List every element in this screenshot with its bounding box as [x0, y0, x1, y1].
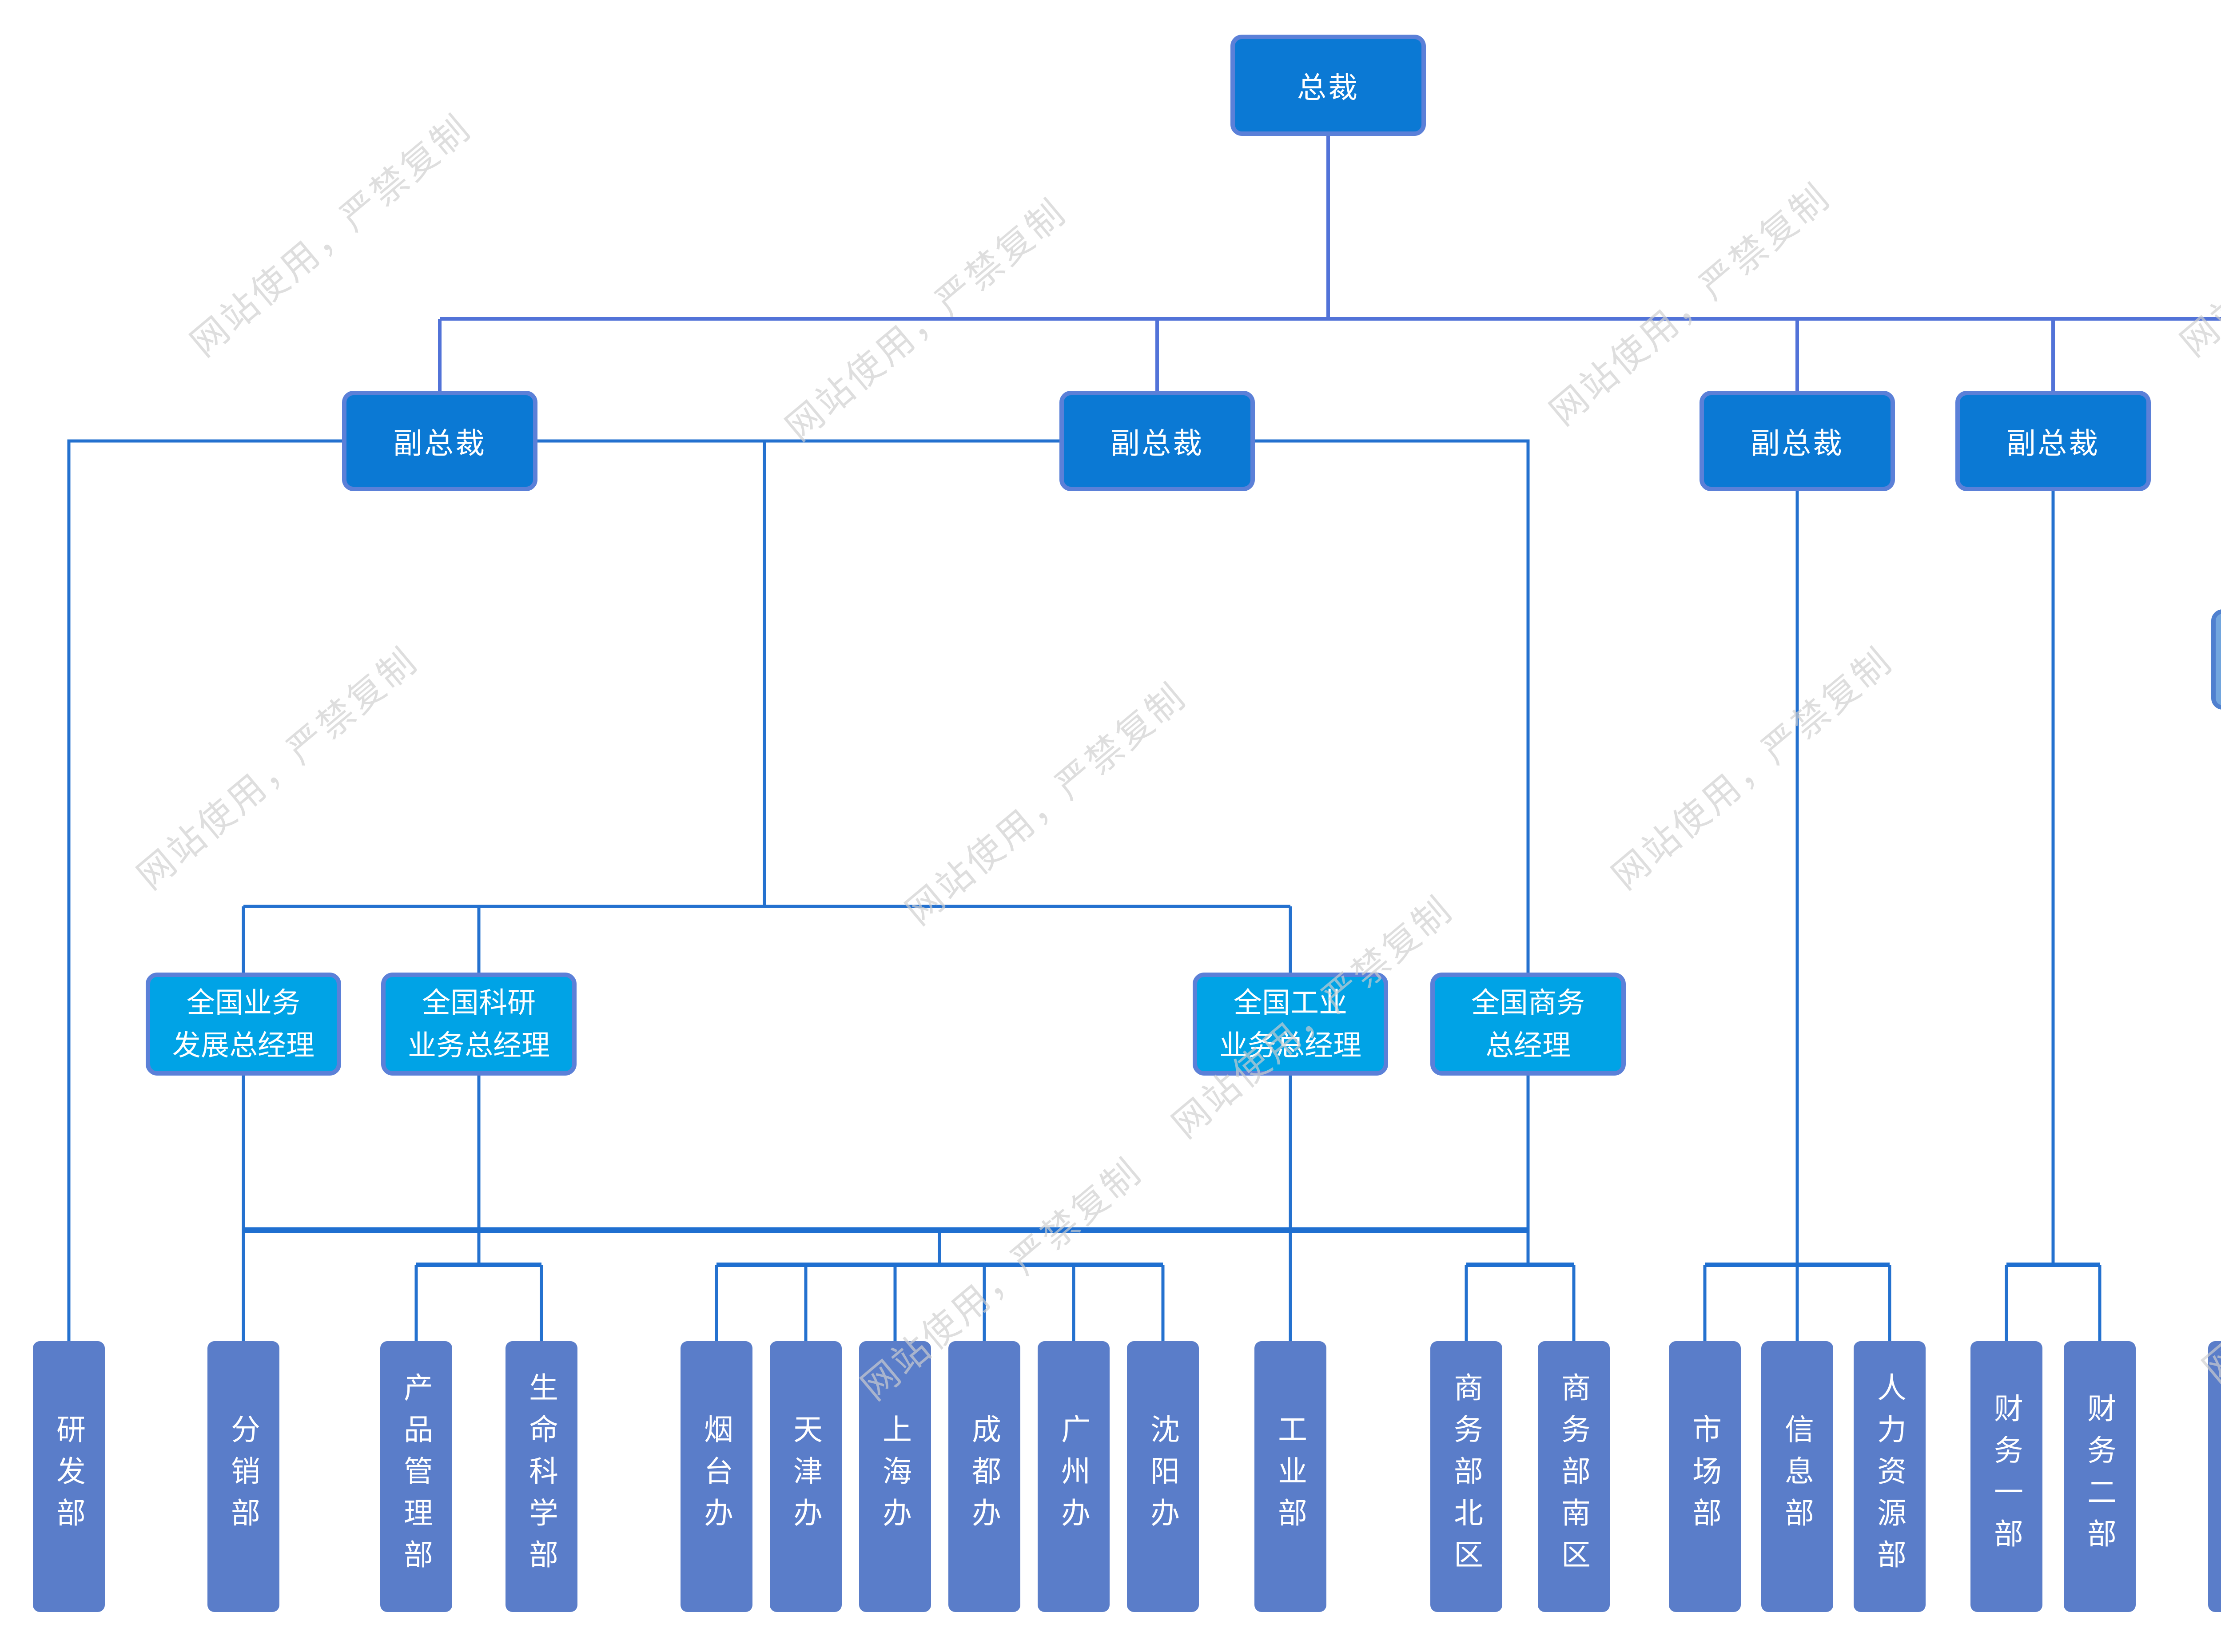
node-office-shanghai[interactable]: 上海办 — [859, 1341, 931, 1612]
node-dept-office[interactable]: 办公室 — [2208, 1341, 2221, 1612]
node-dept-rd[interactable]: 研发部 — [33, 1341, 105, 1612]
node-dept-life-science[interactable]: 生命科学部 — [505, 1341, 577, 1612]
node-dept-commerce-north[interactable]: 商务部北区 — [1430, 1341, 1502, 1612]
connector-group-main — [67, 439, 2102, 1341]
node-gm-industry-line1: 全国工业 — [1234, 987, 1347, 1019]
node-gm-commerce[interactable]: 全国商务 总经理 — [1430, 973, 1626, 1076]
node-dept-finance1[interactable]: 财务一部 — [1970, 1341, 2042, 1612]
node-dept-market[interactable]: 市场部 — [1669, 1341, 1741, 1612]
node-gm-business[interactable]: 全国业务 发展总经理 — [146, 973, 341, 1076]
node-vp1[interactable]: 副总裁 — [342, 391, 537, 491]
node-gm-business-line2: 发展总经理 — [172, 1029, 314, 1061]
node-dept-commerce-south[interactable]: 商务部南区 — [1538, 1341, 1610, 1612]
connector-vp2-to-gm-commerce — [1255, 439, 1530, 973]
node-gm-research-line1: 全国科研 — [422, 987, 536, 1019]
node-office-chengdu[interactable]: 成都办 — [948, 1341, 1020, 1612]
node-president[interactable]: 总裁 — [1230, 35, 1426, 136]
node-vp4[interactable]: 副总裁 — [1955, 391, 2151, 491]
node-dept-info[interactable]: 信息部 — [1761, 1341, 1833, 1612]
node-vp2[interactable]: 副总裁 — [1059, 391, 1255, 491]
node-gm-research[interactable]: 全国科研 业务总经理 — [381, 973, 577, 1076]
node-dept-hr[interactable]: 人力资源部 — [1854, 1341, 1926, 1612]
node-office-yantai[interactable]: 烟台办 — [681, 1341, 752, 1612]
connector-vp1-to-rd — [67, 439, 342, 1341]
node-dept-distribution[interactable]: 分销部 — [207, 1341, 279, 1612]
node-gm-commerce-line2: 总经理 — [1485, 1029, 1571, 1061]
node-vp3[interactable]: 副总裁 — [1700, 391, 1895, 491]
node-office-guangzhou[interactable]: 广州办 — [1038, 1341, 1110, 1612]
node-gm-industry[interactable]: 全国工业 业务总经理 — [1193, 973, 1388, 1076]
node-gm-research-line2: 业务总经理 — [408, 1029, 550, 1061]
connector-group-bars — [243, 1227, 2100, 1267]
node-dept-finance2[interactable]: 财务二部 — [2064, 1341, 2136, 1612]
node-dept-product[interactable]: 产品管理部 — [380, 1341, 452, 1612]
node-office-shenyang[interactable]: 沈阳办 — [1127, 1341, 1199, 1612]
node-gm-business-line1: 全国业务 — [187, 987, 300, 1019]
node-dept-industry[interactable]: 工业部 — [1254, 1341, 1326, 1612]
node-assistant[interactable]: 总裁助理 — [2211, 609, 2221, 710]
node-gm-commerce-line1: 全国商务 — [1471, 987, 1585, 1019]
connector-group-top — [438, 136, 2221, 391]
node-office-tianjin[interactable]: 天津办 — [770, 1341, 842, 1612]
node-gm-industry-line2: 业务总经理 — [1219, 1029, 1361, 1061]
